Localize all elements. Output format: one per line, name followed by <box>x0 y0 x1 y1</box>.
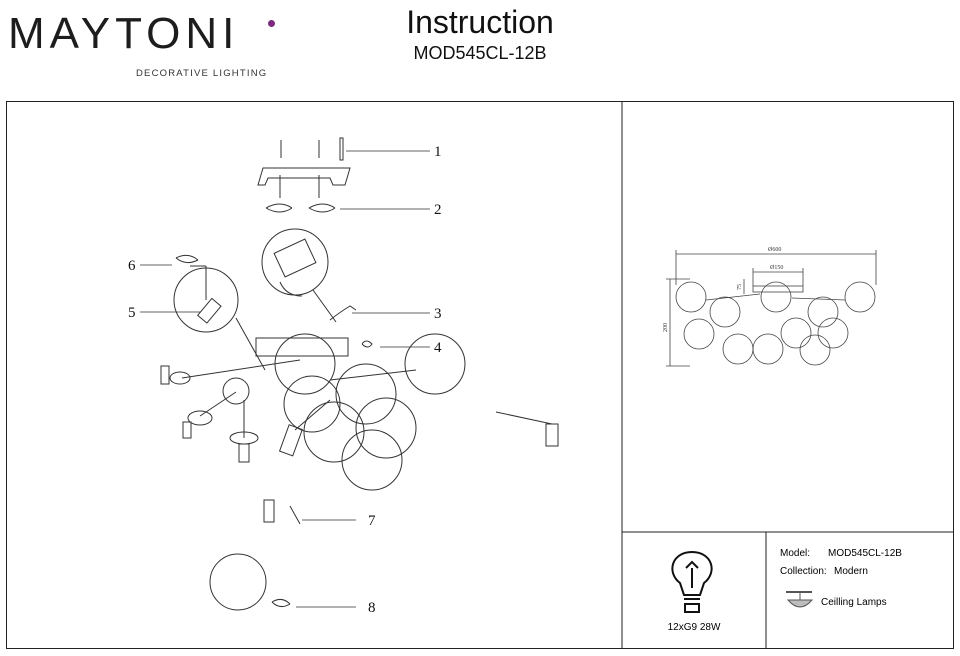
step-number-4: 4 <box>434 340 442 356</box>
brand-name: MAYTONI <box>8 9 240 58</box>
step-number-3: 3 <box>434 306 442 322</box>
document-title: Instruction <box>406 4 554 40</box>
light-bulb-icon <box>671 550 713 613</box>
screw-parts <box>257 137 351 198</box>
canopy <box>255 337 349 357</box>
exploded-view <box>160 137 559 611</box>
lamp-type: Ceilling Lamps <box>821 597 887 608</box>
glass-globe-8 <box>209 553 267 611</box>
step-number-7: 7 <box>368 513 376 529</box>
step-number-1: 1 <box>434 144 442 160</box>
ceiling-lamp-icon <box>786 591 814 608</box>
dimension-labels: Ø600 Ø150 200 75 <box>663 247 783 332</box>
drawing-frame <box>6 101 954 649</box>
step-number-8: 8 <box>368 600 376 616</box>
model-code: MOD545CL-12B <box>413 43 547 63</box>
center-hub <box>222 377 250 405</box>
glass-globes <box>274 333 466 491</box>
step-number-2: 2 <box>434 202 442 218</box>
brand-logo: MAYTONI DECORATIVE LIGHTING <box>8 12 288 82</box>
document-header: Instruction MOD545CL-12B <box>380 4 580 64</box>
dim-canopy: Ø150 <box>770 265 783 271</box>
brand-tagline: DECORATIVE LIGHTING <box>136 68 268 79</box>
step-number-6: 6 <box>128 258 136 274</box>
collection-label: Collection: <box>780 566 827 577</box>
g9-bulb <box>263 499 275 523</box>
rotate-arrow-8 <box>271 598 291 608</box>
dim-width: Ø600 <box>768 247 781 253</box>
rotate-arrow-4 <box>361 340 373 348</box>
rotate-arrow-6 <box>175 254 199 264</box>
detail-magnifier-3 <box>261 228 329 296</box>
model-label: Model: <box>780 548 810 559</box>
bulb-spec: 12xG9 28W <box>668 622 721 633</box>
model-value: MOD545CL-12B <box>828 548 902 559</box>
dim-height: 200 <box>663 323 669 332</box>
dim-offset: 75 <box>737 284 743 290</box>
dimension-drawing <box>666 250 877 367</box>
step-numbers: 1 2 3 4 5 6 7 8 <box>128 144 442 616</box>
step-number-5: 5 <box>128 305 136 321</box>
collection-value: Modern <box>834 566 868 577</box>
leader-lines <box>140 150 430 608</box>
rotate-arrows-2 <box>265 203 336 213</box>
brand-accent-dot <box>268 20 275 27</box>
